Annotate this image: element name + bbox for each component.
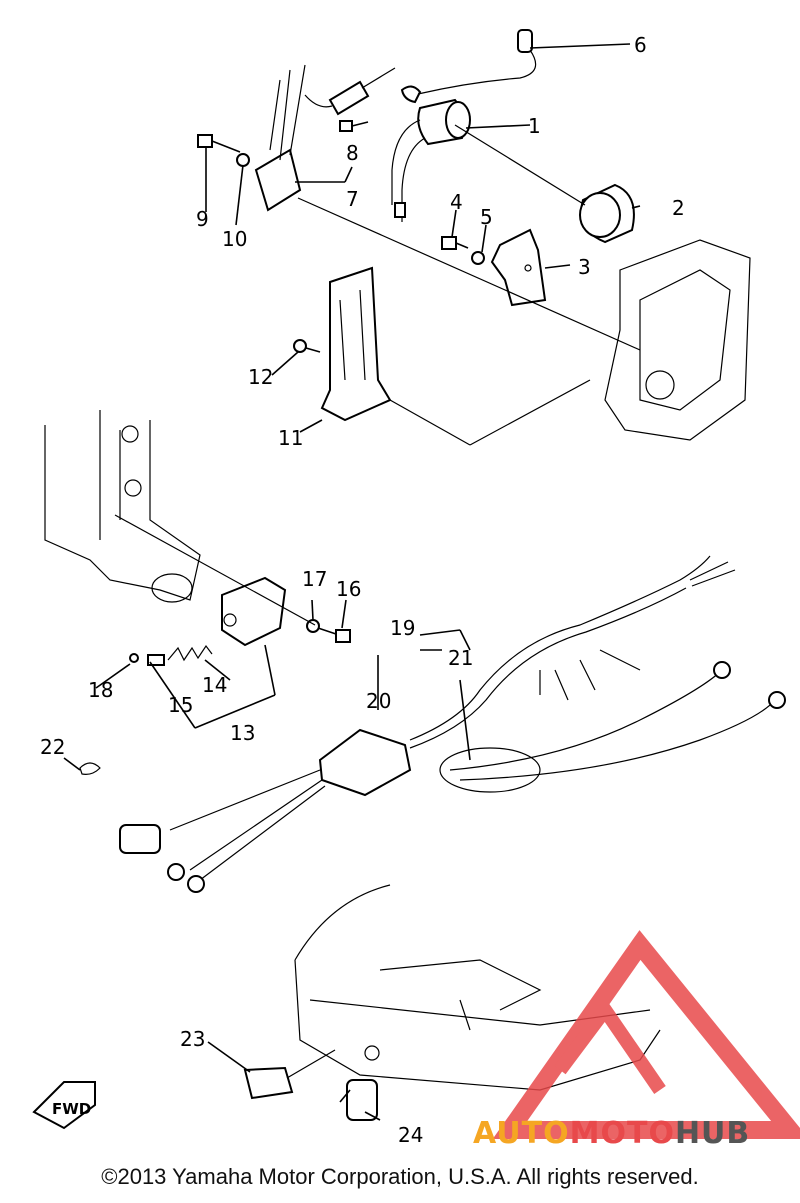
relay-part-1	[391, 98, 471, 222]
engine-side-outline	[44, 410, 201, 603]
grommet-23	[243, 1066, 294, 1100]
rectifier-7	[254, 64, 396, 212]
callout-14: 14	[202, 673, 227, 697]
mount-plate-11	[320, 266, 392, 422]
callout-9: 9	[196, 207, 209, 231]
copyright-footer: ©2013 Yamaha Motor Corporation, U.S.A. A…	[101, 1164, 699, 1189]
callout-3: 3	[578, 255, 591, 279]
battery-cable-21	[449, 661, 786, 781]
callout-6: 6	[634, 33, 647, 57]
callout-20: 20	[366, 689, 391, 713]
callout-17: 17	[302, 567, 327, 591]
callout-22: 22	[40, 735, 65, 759]
callout-1: 1	[528, 114, 541, 138]
callout-2: 2	[672, 196, 685, 220]
clip-18	[129, 653, 139, 663]
lead-cables	[119, 769, 326, 893]
callout-7: 7	[346, 187, 359, 211]
wordmark-moto: MOTO	[569, 1116, 675, 1151]
clip-22	[79, 762, 101, 775]
wordmark-hub: HUB	[674, 1116, 751, 1151]
wire-harness-19	[409, 555, 736, 793]
washer-5	[471, 251, 485, 265]
spring-14	[167, 644, 213, 662]
grommet-24	[346, 1079, 378, 1121]
callout-16: 16	[336, 577, 361, 601]
bracket-3	[490, 228, 547, 307]
callout-11: 11	[278, 426, 303, 450]
plunger-15	[147, 654, 165, 666]
callout-24: 24	[398, 1123, 423, 1147]
callout-5: 5	[480, 205, 493, 229]
wordmark-auto: AUTO	[473, 1116, 570, 1151]
leader-lines	[63, 43, 641, 1121]
bolt-8	[339, 120, 369, 132]
callout-8: 8	[346, 141, 359, 165]
bolt-16	[317, 627, 351, 643]
junction-box-20	[318, 728, 412, 797]
bolt-9	[197, 134, 241, 153]
automotohub-wordmark: AUTOMOTOHUB	[473, 1116, 750, 1151]
callout-21: 21	[448, 646, 473, 670]
callout-labels: 1 2 3 4 5 6 7 8 9 10 11 12 13 14 15 16 1…	[40, 33, 685, 1147]
relay-wire-6	[400, 29, 537, 104]
callout-19: 19	[390, 616, 415, 640]
callout-15: 15	[168, 693, 193, 717]
callout-13: 13	[230, 721, 255, 745]
callout-18: 18	[88, 678, 113, 702]
relay-cover-2	[579, 183, 635, 244]
automotohub-logo-icon	[492, 930, 800, 1139]
washer-10	[236, 153, 250, 167]
bottom-cowling	[294, 884, 661, 1091]
bolt-4	[441, 236, 469, 250]
engine-block-outline	[604, 239, 751, 441]
fwd-arrow-icon: FWD	[32, 1081, 96, 1130]
fwd-label: FWD	[52, 1100, 91, 1118]
callout-4: 4	[450, 190, 463, 214]
starter-switch-13	[221, 576, 287, 647]
callout-10: 10	[222, 227, 247, 251]
bolt-12	[293, 339, 321, 353]
callout-12: 12	[248, 365, 273, 389]
callout-23: 23	[180, 1027, 205, 1051]
